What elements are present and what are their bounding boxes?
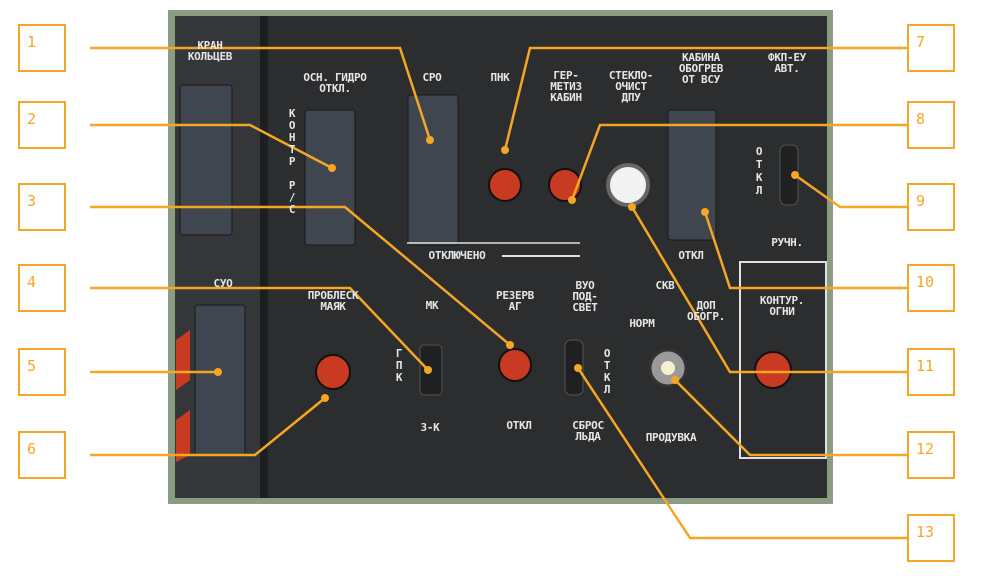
- leader-lines: [90, 46, 907, 540]
- arrow-13: [574, 364, 582, 372]
- label-suo: СУО: [213, 277, 233, 290]
- leader-12: [674, 379, 907, 457]
- subpanel-divider: [260, 16, 268, 498]
- hazard-stripe: [176, 330, 190, 390]
- hazard-stripe: [176, 410, 190, 462]
- label-pnk: ПНК: [490, 71, 510, 84]
- leader-8: [570, 123, 907, 201]
- switch-pnk: [488, 168, 522, 202]
- arrow-12: [671, 376, 679, 384]
- arrow-7: [501, 146, 509, 154]
- label-vuo: ВУО ПОД- СВЕТ: [572, 279, 598, 314]
- label-otklyucheno: ОТКЛЮЧЕНО: [428, 249, 486, 262]
- kontur-ogni-frame: [739, 261, 827, 459]
- arrow-3: [506, 341, 514, 349]
- arrow-5: [214, 368, 222, 376]
- knob-skv-light: [661, 361, 675, 375]
- label-kontur-ogni: КОНТУР. ОГНИ: [759, 294, 805, 318]
- leader-11: [630, 206, 907, 374]
- leader-6: [90, 397, 326, 457]
- guard-suo: [194, 304, 246, 456]
- label-norm: НОРМ: [629, 317, 655, 330]
- arrow-10: [701, 208, 709, 216]
- callout-10: 10: [907, 264, 955, 312]
- callout-3: 3: [18, 183, 66, 231]
- label-problesk: ПРОБЛЕСК МАЯК: [307, 289, 359, 313]
- callout-12: 12: [907, 431, 955, 479]
- leader-3: [90, 205, 511, 346]
- arrow-2: [328, 164, 336, 172]
- switch-problesk: [315, 354, 351, 390]
- switch-rezerv-ag: [498, 348, 532, 382]
- leader-1: [90, 46, 432, 141]
- label-gpk: Г П К: [395, 347, 403, 384]
- callout-7: 7: [907, 24, 955, 72]
- label-kabina-obogrev: КАБИНА ОБОГРЕВ ОТ ВСУ: [678, 51, 724, 86]
- callout-2: 2: [18, 101, 66, 149]
- arrow-1: [426, 136, 434, 144]
- callout-1: 1: [18, 24, 66, 72]
- label-produvka: ПРОДУВКА: [645, 431, 697, 444]
- leader-4: [90, 286, 429, 371]
- guard-sro: [407, 94, 459, 246]
- switch-kontur-ogni: [754, 351, 792, 389]
- label-otkl-rezerv: ОТКЛ: [506, 419, 532, 432]
- label-otkl-fkp: О Т К Л: [755, 145, 763, 197]
- leader-9: [794, 173, 907, 209]
- label-steklo: СТЕКЛО- ОЧИСТ ДПУ: [608, 69, 654, 104]
- callout-4: 4: [18, 264, 66, 312]
- label-kran-koltsev: КРАН КОЛЬЦЕВ: [187, 39, 233, 63]
- switch-vuo: [564, 339, 584, 396]
- arrow-4: [424, 366, 432, 374]
- arrow-9: [791, 171, 799, 179]
- callout-8: 8: [907, 101, 955, 149]
- label-mk: МК: [425, 299, 439, 312]
- leader-13: [576, 367, 907, 540]
- leader-10: [703, 211, 907, 290]
- label-germetiz: ГЕР- МЕТИЗ КАБИН: [550, 69, 582, 104]
- label-skv: СКВ: [655, 279, 675, 292]
- callout-6: 6: [18, 431, 66, 479]
- arrow-6: [321, 394, 329, 402]
- callout-11: 11: [907, 348, 955, 396]
- callout-13: 13: [907, 514, 955, 562]
- callout-5: 5: [18, 348, 66, 396]
- leader-2: [90, 123, 333, 170]
- guard-osn-gidro: [304, 109, 356, 246]
- label-dop-obogr: ДОП ОБОГР.: [687, 299, 725, 323]
- guard-kabina-obogrev: [667, 109, 717, 241]
- label-osn-gidro: ОСН. ГИДРО ОТКЛ.: [303, 71, 367, 95]
- leader-7: [503, 46, 907, 151]
- label-three-k: 3-К: [420, 421, 440, 434]
- label-rezerv-ag: РЕЗЕРВ АГ: [496, 289, 534, 313]
- panel-surface: [175, 16, 827, 498]
- label-kontr-rs: К О Н Т Р Р / С: [288, 107, 296, 216]
- arrow-8: [568, 196, 576, 204]
- label-fkp-eu: ФКП-ЕУ АВТ.: [768, 51, 806, 75]
- label-sbros-lda: СБРОС ЛЬДА: [572, 419, 604, 443]
- leader-arrows: [214, 136, 799, 402]
- guard-kran-koltsev: [179, 84, 233, 236]
- arrow-11: [628, 203, 636, 211]
- light-steklo: [606, 163, 650, 207]
- label-sro: СРО: [422, 71, 442, 84]
- switch-germetiz: [548, 168, 582, 202]
- label-ruchn: РУЧН.: [771, 236, 803, 249]
- label-otkl-kabina: ОТКЛ: [678, 249, 704, 262]
- callout-9: 9: [907, 183, 955, 231]
- label-otkl-vuo: О Т К Л: [603, 347, 611, 396]
